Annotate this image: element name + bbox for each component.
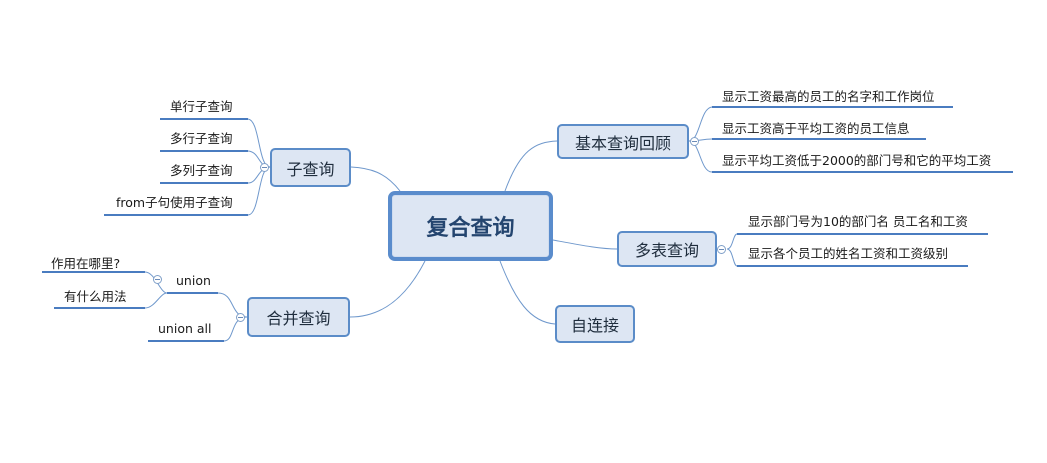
topic-self-join-label: 自连接: [570, 316, 619, 335]
leaf-dept-10[interactable]: 显示部门号为10的部门名 员工名和工资: [748, 214, 968, 229]
leaf-multi-row[interactable]: 多行子查询: [170, 131, 233, 146]
topic-multi-table[interactable]: 多表查询: [617, 231, 717, 267]
collapse-toggle-icon[interactable]: [153, 275, 162, 284]
leaf-where-used[interactable]: 作用在哪里?: [51, 256, 121, 271]
collapse-toggle-icon[interactable]: [690, 137, 699, 146]
topic-union-query-label: 合并查询: [266, 309, 331, 328]
leaf-highest-salary[interactable]: 显示工资最高的员工的名字和工作岗位: [722, 89, 935, 104]
leaf-multi-column[interactable]: 多列子查询: [170, 163, 233, 178]
topic-basic-review-label: 基本查询回顾: [574, 133, 671, 153]
leaf-avg-below-2000[interactable]: 显示平均工资低于2000的部门号和它的平均工资: [722, 153, 992, 168]
leaf-union[interactable]: union: [176, 273, 211, 288]
collapse-toggle-icon[interactable]: [717, 245, 726, 254]
topic-subquery-label: 子查询: [286, 159, 335, 179]
topic-union-query[interactable]: 合并查询: [247, 297, 350, 337]
leaf-union-all[interactable]: union all: [158, 321, 212, 336]
leaf-from-clause[interactable]: from子句使用子查询: [116, 195, 233, 210]
collapse-toggle-icon[interactable]: [260, 163, 269, 172]
leaf-single-row[interactable]: 单行子查询: [170, 99, 233, 114]
topic-self-join[interactable]: 自连接: [555, 305, 635, 343]
topic-subquery[interactable]: 子查询: [270, 148, 351, 187]
root-topic[interactable]: 复合查询: [388, 191, 553, 261]
leaf-usage[interactable]: 有什么用法: [64, 289, 127, 304]
leaf-above-average[interactable]: 显示工资高于平均工资的员工信息: [722, 121, 910, 136]
topic-basic-review[interactable]: 基本查询回顾: [557, 124, 689, 159]
topic-multi-table-label: 多表查询: [634, 241, 699, 260]
collapse-toggle-icon[interactable]: [236, 313, 245, 322]
root-topic-label: 复合查询: [426, 216, 515, 241]
leaf-salary-grade[interactable]: 显示各个员工的姓名工资和工资级别: [748, 246, 949, 261]
